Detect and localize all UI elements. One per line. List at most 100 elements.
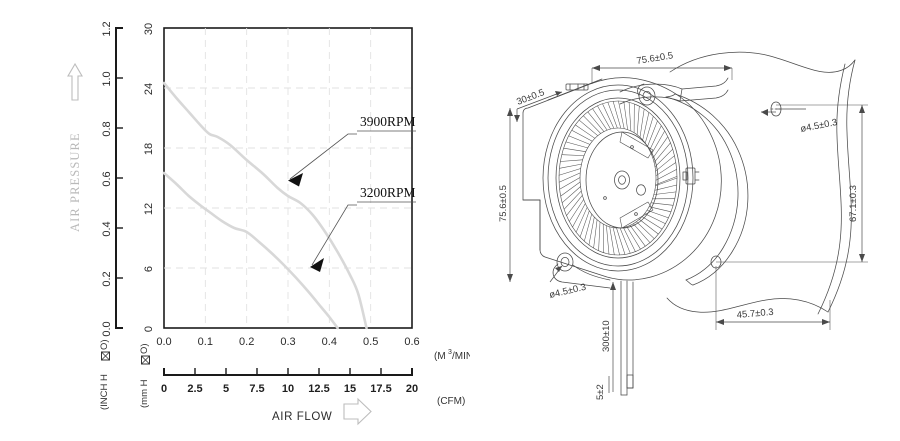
impeller-blade bbox=[559, 163, 582, 169]
impeller-blade bbox=[641, 216, 663, 230]
chart-svg: AIR PRESSURE (INCH H O) (mm H O) bbox=[67, 21, 470, 426]
impeller-blade-ring bbox=[558, 100, 678, 256]
air-pressure-arrow-icon bbox=[67, 62, 83, 101]
impeller-blade bbox=[575, 124, 596, 139]
subscript-box-slash-d bbox=[141, 355, 150, 365]
mounting-lug-top bbox=[637, 83, 656, 106]
blower-housing-outline bbox=[522, 77, 722, 281]
x-tick-label-cfm: 0 bbox=[161, 383, 167, 395]
dim-hole-right: ø4.5±0.3 bbox=[799, 117, 838, 135]
dim-depth-top: 30±0.5 bbox=[515, 87, 546, 108]
impeller-blade bbox=[566, 195, 583, 216]
impeller-blade bbox=[602, 103, 615, 129]
performance-curves bbox=[162, 81, 368, 330]
leader-line-3900 bbox=[289, 133, 357, 180]
x-primary-unit-prefix: (M bbox=[434, 351, 446, 362]
impeller-blade bbox=[602, 223, 604, 253]
impeller-blade bbox=[571, 129, 593, 142]
annotation-3900rpm: 3900RPM bbox=[288, 114, 416, 187]
impeller-spokes bbox=[619, 131, 654, 229]
arrowhead-3900 bbox=[288, 173, 303, 187]
air-flow-arrow-icon bbox=[343, 397, 372, 426]
y-axis-caption: AIR PRESSURE bbox=[67, 62, 83, 232]
annotation-3200rpm: 3200RPM bbox=[310, 185, 416, 272]
curve-annotations: 3900RPM 3200RPM bbox=[288, 114, 416, 272]
subscript-box-glyph-inch bbox=[101, 351, 110, 361]
impeller-blade bbox=[583, 115, 601, 134]
impeller-blade bbox=[653, 191, 677, 195]
outlet-duct bbox=[619, 77, 729, 105]
impeller-blade bbox=[651, 130, 665, 155]
impeller-blade bbox=[644, 116, 654, 144]
x-tick-label-cfm: 12.5 bbox=[308, 383, 329, 395]
dim-strip-length: 5±2 bbox=[595, 384, 606, 400]
impeller-blade bbox=[654, 148, 673, 168]
impeller-blade bbox=[647, 120, 658, 147]
impeller-blade bbox=[607, 101, 618, 129]
inch-tick-label: 1.2 bbox=[101, 21, 113, 36]
inch-ruler-ticks bbox=[116, 77, 123, 279]
y-axis-inch-ruler: 0.00.20.40.60.81.01.2 bbox=[101, 21, 123, 337]
inch-tick-label: 0.0 bbox=[101, 321, 113, 336]
x-tick-label-cfm: 5 bbox=[223, 383, 229, 395]
mm-tick-label: 24 bbox=[143, 83, 155, 95]
subscript-box-glyph-mm bbox=[141, 355, 150, 365]
right-reference-view bbox=[666, 51, 856, 315]
cfm-ruler-ticks bbox=[194, 368, 382, 375]
impeller-blade bbox=[639, 219, 659, 235]
impeller-blade bbox=[606, 225, 610, 255]
annotation-label-3200: 3200RPM bbox=[360, 185, 416, 200]
impeller-blade bbox=[588, 216, 595, 246]
mm-tick-label: 6 bbox=[143, 266, 155, 272]
performance-curve-3900rpm bbox=[162, 81, 368, 330]
subscript-box-slash-b bbox=[101, 351, 110, 361]
inch-tick-label: 0.2 bbox=[101, 271, 113, 286]
lead-wires bbox=[620, 280, 634, 396]
impeller-blade bbox=[584, 213, 592, 242]
impeller-blade bbox=[655, 177, 678, 187]
impeller-blade bbox=[644, 213, 666, 224]
x-tick-label-m3min: 0.4 bbox=[322, 336, 337, 348]
fan-performance-chart: AIR PRESSURE (INCH H O) (mm H O) bbox=[67, 21, 470, 426]
dim-height-left: 75.6±0.5 bbox=[498, 185, 509, 222]
impeller-blade bbox=[655, 155, 675, 172]
impeller-blade bbox=[560, 181, 581, 197]
x-primary-unit: (M 3 /MIN. bbox=[434, 349, 470, 362]
impeller-blade bbox=[563, 147, 586, 152]
impeller-blade bbox=[655, 176, 678, 186]
impeller-blade bbox=[623, 227, 636, 252]
annotation-label-3900: 3900RPM bbox=[360, 114, 416, 129]
impeller-blade bbox=[618, 100, 625, 129]
impeller-blade bbox=[560, 159, 583, 162]
y-secondary-unit-suffix: O) bbox=[139, 343, 150, 354]
impeller-blade bbox=[558, 168, 581, 176]
dimension-texts: 30±0.5 75.6±0.5 75.6±0.5 ø4.5±0.3 ø4.5±0… bbox=[498, 50, 859, 400]
impeller-blade bbox=[565, 141, 588, 149]
x-tick-label-m3min: 0.3 bbox=[280, 336, 295, 348]
x-primary-unit-superscript: 3 bbox=[448, 349, 452, 356]
x-secondary-unit: (CFM) bbox=[437, 396, 465, 407]
impeller-blade bbox=[636, 105, 640, 136]
impeller-blade bbox=[650, 202, 674, 206]
mm-tick-label: 12 bbox=[143, 203, 155, 215]
impeller-blade bbox=[568, 135, 591, 145]
impeller-blade bbox=[597, 105, 611, 130]
impeller-blade bbox=[652, 136, 669, 159]
y-axis-title: AIR PRESSURE bbox=[68, 132, 82, 232]
inch-tick-label: 1.0 bbox=[101, 71, 113, 86]
x-tick-label-cfm: 20 bbox=[406, 383, 418, 395]
x-primary-unit-suffix: /MIN. bbox=[452, 351, 470, 362]
inch-ruler-labels: 0.00.20.40.60.81.01.2 bbox=[101, 21, 113, 336]
impeller-blade bbox=[569, 199, 584, 222]
impeller-blade bbox=[655, 169, 677, 181]
dim-span-right: 67.1±0.3 bbox=[848, 185, 859, 222]
impeller-blade bbox=[649, 125, 662, 151]
impeller-blades bbox=[558, 100, 678, 256]
dimension-lines bbox=[507, 65, 868, 393]
impeller-blade bbox=[612, 101, 622, 129]
impeller-blade bbox=[598, 221, 601, 251]
dim-span-bottom: 45.7±0.3 bbox=[736, 307, 774, 321]
